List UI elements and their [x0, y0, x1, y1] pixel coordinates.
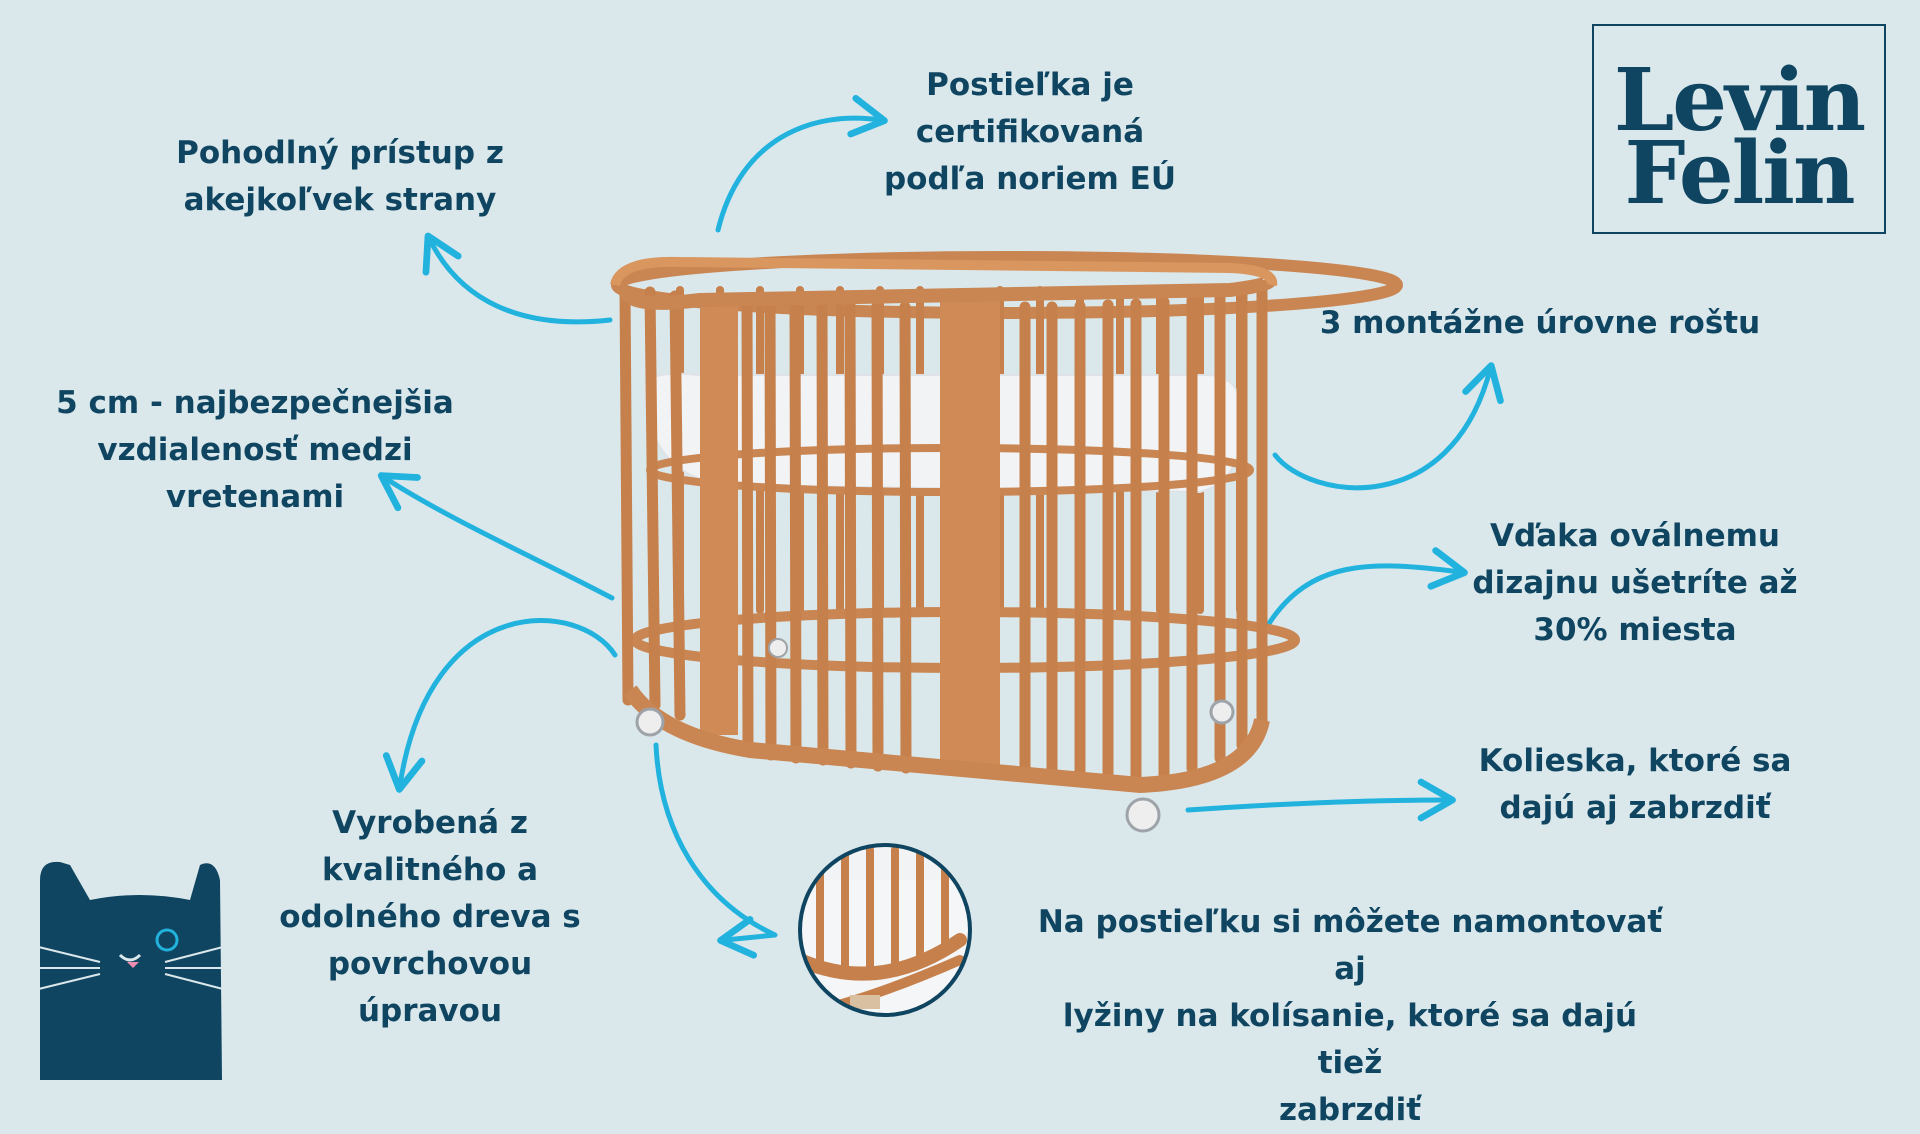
feature-certified: Postieľka je certifikovaná podľa noriem … — [883, 67, 1176, 197]
crib-image — [610, 251, 1403, 833]
illustration-layer — [9, 95, 1504, 1080]
feature-access: Pohodlný prístup z akejkoľvek strany — [176, 135, 504, 218]
arrow-icon — [653, 742, 778, 959]
arrow-icon — [1185, 778, 1456, 822]
feature-wheels: Kolieska, ktoré sa dajú aj zabrzdiť — [1478, 743, 1792, 826]
cat-mascot-icon — [9, 861, 251, 1080]
feature-levels: 3 montážne úrovne roštu — [1319, 305, 1761, 341]
logo-line-2: Felin — [1624, 123, 1856, 224]
feature-wood: Vyrobená z kvalitného a odolného dreva s… — [279, 805, 581, 1029]
feature-oval: Vďaka oválnemu dizajnu ušetríte až 30% m… — [1472, 518, 1798, 648]
arrow-icon — [715, 95, 888, 233]
feature-rockers: Na postieľku si môžete namontovať aj lyž… — [1037, 904, 1663, 1128]
arrow-icon — [1272, 362, 1504, 491]
arrow-icon — [377, 472, 615, 601]
rocker-detail-image — [798, 843, 972, 1017]
arrow-icon — [422, 232, 613, 325]
brand-logo: Levin Felin — [1592, 24, 1886, 234]
logo-line-1: Levin — [1613, 50, 1866, 151]
arrow-icon — [382, 618, 618, 793]
arrow-icon — [1265, 547, 1468, 628]
feature-gap: 5 cm - najbezpečnejšia vzdialenosť medzi… — [56, 385, 454, 515]
